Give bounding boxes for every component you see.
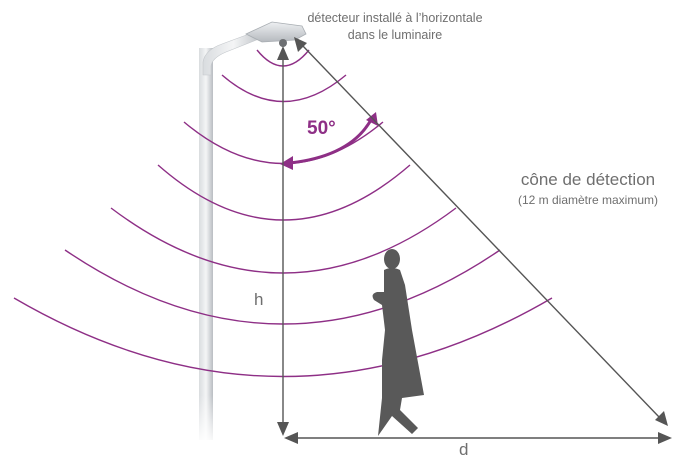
dimension-lines: [277, 37, 672, 444]
cone-arrow-top: [294, 37, 307, 52]
angle-arc: [289, 117, 374, 165]
cone-title: cône de détection: [520, 170, 656, 189]
wave-arc-4: [157, 164, 411, 221]
cone-edge-line: [301, 44, 661, 419]
height-label: h: [254, 290, 264, 309]
angle-arrow: [280, 112, 378, 170]
wave-arc-2: [221, 74, 347, 103]
luminaire-head: [245, 21, 307, 43]
person-head: [384, 249, 400, 269]
distance-arrow-right: [658, 432, 672, 444]
person-body: [372, 268, 424, 436]
height-arrow-bottom: [277, 422, 289, 436]
detector-note: détecteur installé à l’horizontale dans …: [307, 11, 483, 42]
cone-arrow-bottom: [655, 411, 668, 426]
street-lamp: [196, 21, 307, 445]
lamp-pole: [199, 48, 213, 440]
person-silhouette: [372, 249, 424, 436]
height-arrow-top: [277, 46, 289, 60]
angle-arrowhead-right: [366, 112, 378, 126]
angle-label: 50°: [307, 118, 336, 139]
distance-label: d: [459, 440, 469, 459]
distance-arrow-left: [284, 432, 298, 444]
pole-fade: [196, 395, 216, 445]
sensor-icon: [279, 39, 287, 47]
cone-subtitle: (12 m diamètre maximum): [517, 193, 659, 207]
angle-arrowhead-left: [280, 156, 293, 170]
